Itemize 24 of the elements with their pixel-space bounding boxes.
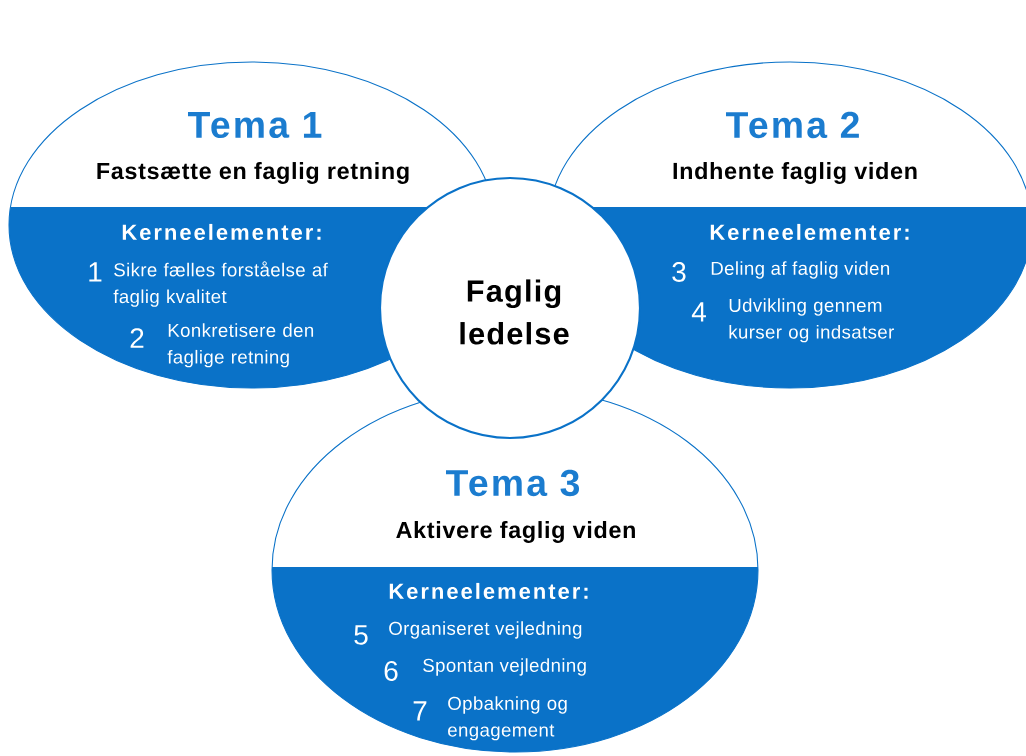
item-text: Organiseret vejledning (389, 621, 582, 639)
theme-subtitle: Aktivere faglig viden (396, 521, 635, 543)
theme-heading: Tema 1 (188, 111, 322, 138)
theme-heading: Tema 2 (726, 111, 859, 139)
item-number: 4 (691, 302, 706, 322)
section-heading: Kerneelementer: (122, 223, 321, 241)
theme-heading: Tema 3 (446, 469, 580, 497)
item-number: 1 (89, 262, 102, 282)
section-heading: Kerneelementer: (389, 582, 588, 600)
item-text: Konkretisere den faglige retning (167, 323, 314, 368)
item-text: Deling af faglig viden (711, 261, 890, 279)
item-number: 6 (384, 661, 398, 681)
item-text: Spontan vejledning (423, 658, 586, 676)
item-number: 2 (130, 328, 144, 348)
item-number: 5 (354, 625, 368, 645)
theme-subtitle: Fastsætte en faglig retning (97, 162, 409, 184)
item-number: 3 (672, 262, 686, 282)
item-text: Sikre fælles forståelse af faglig kvalitet (113, 261, 328, 307)
section-heading: Kerneelementer: (710, 223, 909, 241)
item-text: Opbakning og engagement (448, 696, 567, 741)
center-label: Faglig ledelse (460, 279, 569, 345)
item-number: 7 (413, 701, 427, 721)
theme-subtitle: Indhente faglig viden (673, 162, 917, 184)
item-text: Udvikling gennem kurser og indsatser (729, 298, 894, 343)
